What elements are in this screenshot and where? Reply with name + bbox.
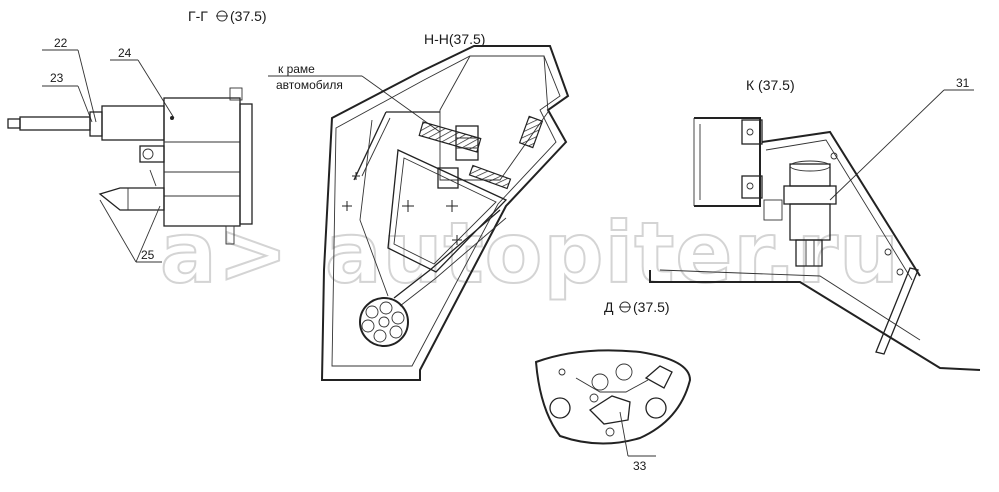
lever bbox=[588, 395, 631, 425]
actuator-cylinder bbox=[101, 105, 165, 141]
clamp-lower bbox=[468, 164, 512, 190]
watermark-logo: a> bbox=[160, 204, 289, 302]
callout-33: 33 bbox=[633, 459, 647, 473]
bolt-upper bbox=[455, 125, 479, 161]
view-d-ref: (37.5) bbox=[633, 299, 670, 315]
clamp-side bbox=[518, 115, 544, 149]
fitting-lower bbox=[98, 187, 165, 211]
callout-22: 22 bbox=[54, 36, 68, 50]
callout-24: 24 bbox=[118, 46, 132, 60]
bracket-plate bbox=[320, 45, 570, 381]
callout-23: 23 bbox=[50, 71, 64, 85]
view-k-title: К (37.5) bbox=[746, 77, 795, 93]
view-d-title: Д bbox=[604, 299, 614, 315]
view-gg-title: Г-Г bbox=[188, 8, 208, 24]
rod bbox=[19, 116, 91, 131]
flange bbox=[239, 103, 253, 225]
cover-plate bbox=[534, 349, 692, 445]
bolt-lower bbox=[437, 167, 459, 189]
callout-31: 31 bbox=[956, 76, 970, 90]
callout-25: 25 bbox=[141, 248, 155, 262]
view-gg: Г-Г (37.5) 22 23 24 bbox=[7, 8, 267, 263]
view-d: Д (37.5) 33 bbox=[534, 299, 692, 473]
angle-bracket bbox=[761, 130, 921, 277]
watermark: a> autopiter.ru bbox=[159, 203, 900, 303]
view-nn: Н-Н(37.5) к раме автомобиля bbox=[268, 31, 570, 381]
switch-body bbox=[789, 163, 831, 187]
watermark-text: autopiter.ru bbox=[325, 204, 900, 302]
view-k: К (37.5) 31 bbox=[649, 76, 981, 371]
view-gg-ref: (37.5) bbox=[230, 8, 267, 24]
fitting-upper bbox=[139, 145, 165, 163]
view-nn-note-line1: к раме bbox=[278, 62, 315, 76]
view-nn-title: Н-Н(37.5) bbox=[424, 31, 485, 47]
cable-bundle bbox=[359, 297, 409, 347]
rod-tip bbox=[7, 118, 21, 129]
clamp-upper bbox=[418, 121, 482, 153]
frame-member bbox=[694, 117, 761, 207]
triangle-bracket bbox=[387, 149, 508, 273]
view-nn-note-line2: автомобиля bbox=[276, 78, 343, 92]
